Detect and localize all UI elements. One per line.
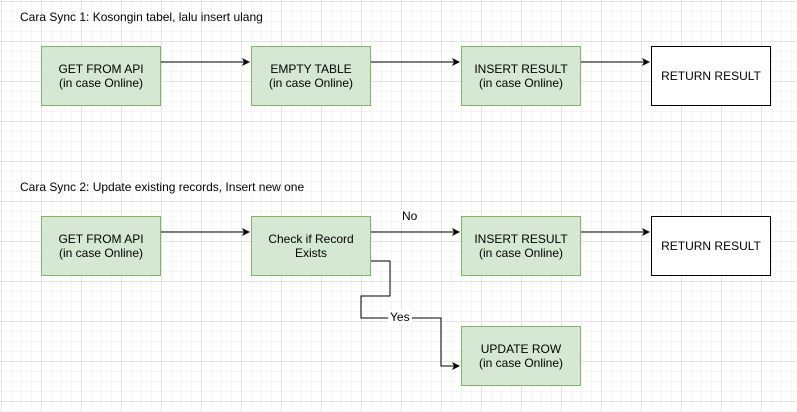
flow2-insert-result-node[interactable]: INSERT RESULT (in case Online) [461, 216, 581, 276]
flow1-insert-result-node[interactable]: INSERT RESULT (in case Online) [461, 46, 581, 106]
flow1-get-from-api-node[interactable]: GET FROM API (in case Online) [41, 46, 161, 106]
node-label-line1: EMPTY TABLE [270, 62, 352, 76]
node-label-line2: (in case Online) [478, 76, 564, 90]
node-label-line2: (in case Online) [478, 356, 564, 370]
node-label-line2: Exists [294, 246, 327, 260]
flow1-empty-table-node[interactable]: EMPTY TABLE (in case Online) [251, 46, 371, 106]
flow2-update-row-node[interactable]: UPDATE ROW (in case Online) [461, 326, 581, 386]
node-label-line1: INSERT RESULT [474, 62, 568, 76]
sync-method-1-title: Cara Sync 1: Kosongin tabel, lalu insert… [20, 10, 263, 24]
node-label-line1: INSERT RESULT [474, 232, 568, 246]
node-label-line1: GET FROM API [58, 232, 144, 246]
edge-label-no: No [400, 209, 420, 223]
node-label-line2: (in case Online) [58, 76, 144, 90]
node-label-line2: (in case Online) [268, 76, 354, 90]
node-label-line1: RETURN RESULT [661, 69, 761, 83]
node-label-line1: Check if Record [268, 232, 354, 246]
edge-label-yes: Yes [388, 310, 412, 324]
node-label-line2: (in case Online) [58, 246, 144, 260]
flow1-return-result-node[interactable]: RETURN RESULT [651, 46, 771, 106]
node-label-line1: GET FROM API [58, 62, 144, 76]
node-label-line1: UPDATE ROW [480, 342, 562, 356]
node-label-line1: RETURN RESULT [661, 239, 761, 253]
flow2-return-result-node[interactable]: RETURN RESULT [651, 216, 771, 276]
flow2-check-record-node[interactable]: Check if Record Exists [251, 216, 371, 276]
flow2-get-from-api-node[interactable]: GET FROM API (in case Online) [41, 216, 161, 276]
node-label-line2: (in case Online) [478, 246, 564, 260]
sync-method-2-title: Cara Sync 2: Update existing records, In… [20, 180, 305, 194]
edge-check-to-update-yes [360, 260, 460, 370]
